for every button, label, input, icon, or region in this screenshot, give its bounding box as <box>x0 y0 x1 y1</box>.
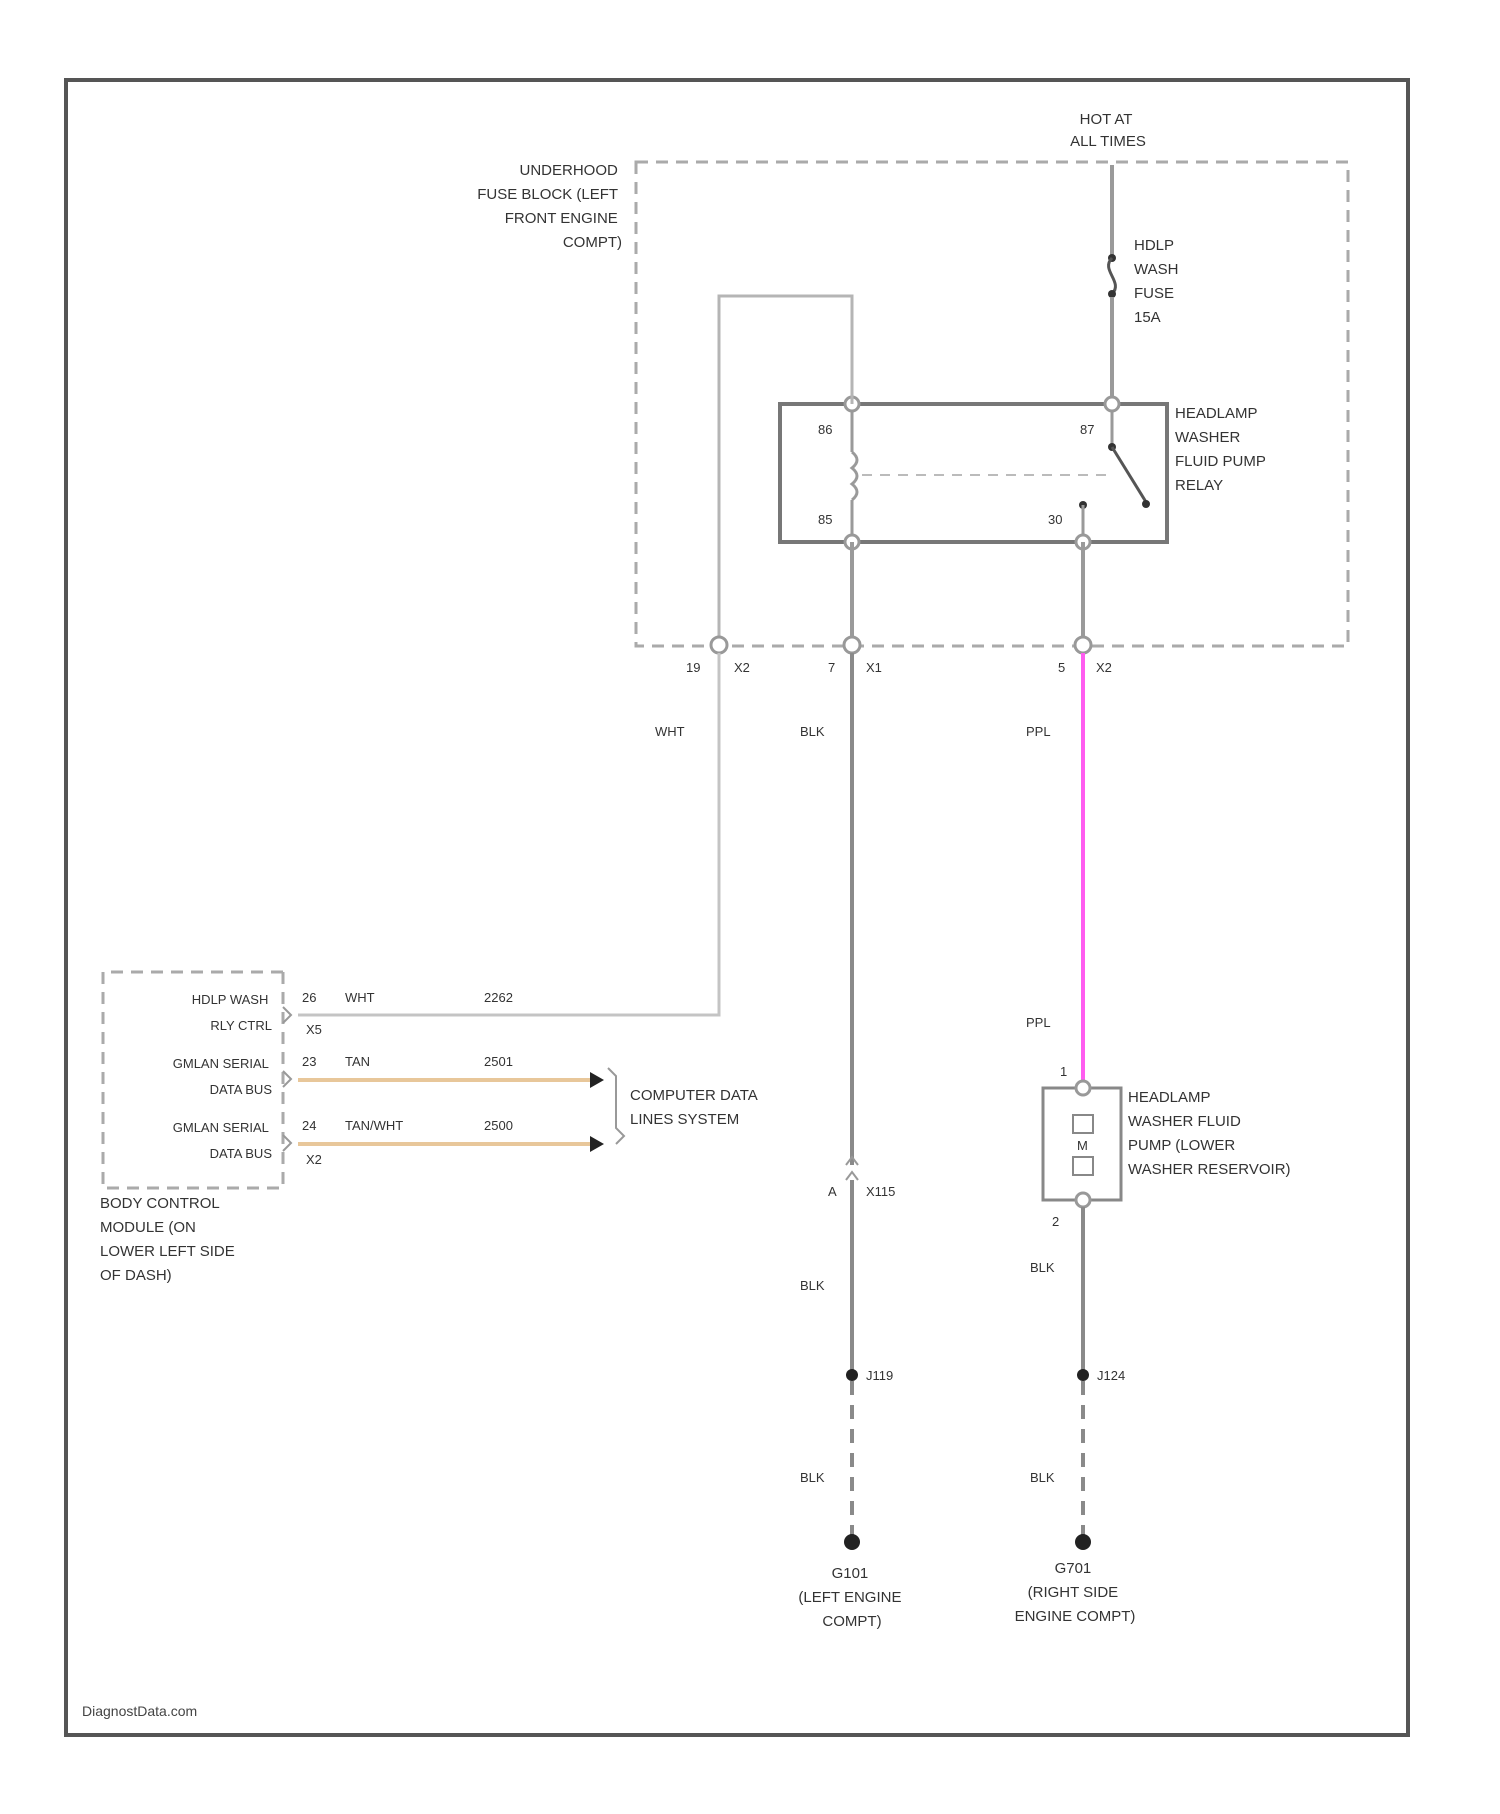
wht-wire <box>298 653 719 1015</box>
svg-text:HDLP WASH RLY CTRL: HDLP WASH RLY CTRL <box>192 992 272 1033</box>
svg-text:X2: X2 <box>306 1152 322 1167</box>
svg-text:A: A <box>828 1184 837 1199</box>
svg-text:X5: X5 <box>306 1022 322 1037</box>
pump-pin-2: 2 <box>1052 1214 1059 1229</box>
svg-text:24: 24 <box>302 1118 316 1133</box>
pump-motor-icon: M <box>1073 1115 1093 1175</box>
svg-text:X115: X115 <box>866 1184 895 1199</box>
ppl-wire-label-top: PPL <box>1026 724 1051 739</box>
bcm-pin-23: GMLAN SERIAL DATA BUS 23 TAN 2501 <box>173 1054 513 1097</box>
ground-g101-icon <box>844 1534 860 1550</box>
footer-watermark: DiagnostData.com <box>82 1703 197 1719</box>
pump-pin-1: 1 <box>1060 1064 1067 1079</box>
svg-text:X2: X2 <box>734 660 750 675</box>
svg-text:GMLAN SERIAL DATA BUS: GMLAN SERIAL DATA BUS <box>173 1120 273 1161</box>
ppl-wire-label-bottom: PPL <box>1026 1015 1051 1030</box>
svg-text:26: 26 <box>302 990 316 1005</box>
pump-label: HEADLAMP WASHER FLUID PUMP (LOWER WASHER… <box>1128 1089 1291 1178</box>
headlamp-washer-relay <box>780 404 1167 542</box>
svg-text:J124: J124 <box>1097 1368 1125 1383</box>
blk-wire-left-label-mid: BLK <box>800 1278 825 1293</box>
svg-text:2500: 2500 <box>484 1118 513 1133</box>
blk-wire-left-label-low: BLK <box>800 1470 825 1485</box>
bcm-label: BODY CONTROL MODULE (ON LOWER LEFT SIDE … <box>100 1195 239 1284</box>
svg-text:GMLAN SERIAL DATA BUS: GMLAN SERIAL DATA BUS <box>173 1056 273 1097</box>
splice-j119: J119 <box>846 1368 893 1383</box>
diagram-border <box>66 80 1408 1735</box>
relay-pin-87: 87 <box>1080 422 1094 437</box>
svg-text:J119: J119 <box>866 1368 893 1383</box>
svg-text:X1: X1 <box>866 660 882 675</box>
hot-at-all-times-label: HOT AT ALL TIMES <box>1070 111 1146 150</box>
connector-x1-7: 7 X1 <box>828 637 882 675</box>
hdlp-wash-fuse <box>1108 254 1116 298</box>
tan-wht-data-wire-arrow <box>590 1136 604 1152</box>
svg-text:7: 7 <box>828 660 835 675</box>
relay-pin-30: 30 <box>1048 512 1062 527</box>
svg-text:M: M <box>1077 1138 1088 1153</box>
tan-data-wire-arrow <box>590 1072 604 1088</box>
svg-text:X2: X2 <box>1096 660 1112 675</box>
relay-coil <box>852 404 857 542</box>
svg-text:5: 5 <box>1058 660 1065 675</box>
svg-text:TAN/WHT: TAN/WHT <box>345 1118 403 1133</box>
svg-text:19: 19 <box>686 660 700 675</box>
ground-g701-label: G701 (RIGHT SIDE ENGINE COMPT) <box>1015 1560 1136 1625</box>
relay-pin-86: 86 <box>818 422 832 437</box>
svg-text:2262: 2262 <box>484 990 513 1005</box>
blk-wire-right-label-mid: BLK <box>1030 1260 1055 1275</box>
computer-data-label: COMPUTER DATA LINES SYSTEM <box>630 1087 761 1128</box>
ground-g701-icon <box>1075 1534 1091 1550</box>
fuse-label: HDLP WASH FUSE 15A <box>1134 237 1183 326</box>
svg-text:WHT: WHT <box>345 990 375 1005</box>
relay-label: HEADLAMP WASHER FLUID PUMP RELAY <box>1175 405 1270 494</box>
splice-j124: J124 <box>1077 1368 1125 1383</box>
relay-pin-85: 85 <box>818 512 832 527</box>
svg-text:2501: 2501 <box>484 1054 513 1069</box>
svg-text:23: 23 <box>302 1054 316 1069</box>
svg-text:TAN: TAN <box>345 1054 370 1069</box>
ground-g101-label: G101 (LEFT ENGINE COMPT) <box>798 1565 905 1630</box>
connector-x115: A X115 <box>828 1157 895 1199</box>
computer-data-bracket <box>608 1068 624 1144</box>
blk-wire-right-label-low: BLK <box>1030 1470 1055 1485</box>
wht-wire-label: WHT <box>655 724 685 739</box>
relay-86-feed-wire <box>719 296 852 645</box>
blk-wire-left-label-top: BLK <box>800 724 825 739</box>
fuse-block-label: UNDERHOOD FUSE BLOCK (LEFT FRONT ENGINE … <box>477 162 622 251</box>
